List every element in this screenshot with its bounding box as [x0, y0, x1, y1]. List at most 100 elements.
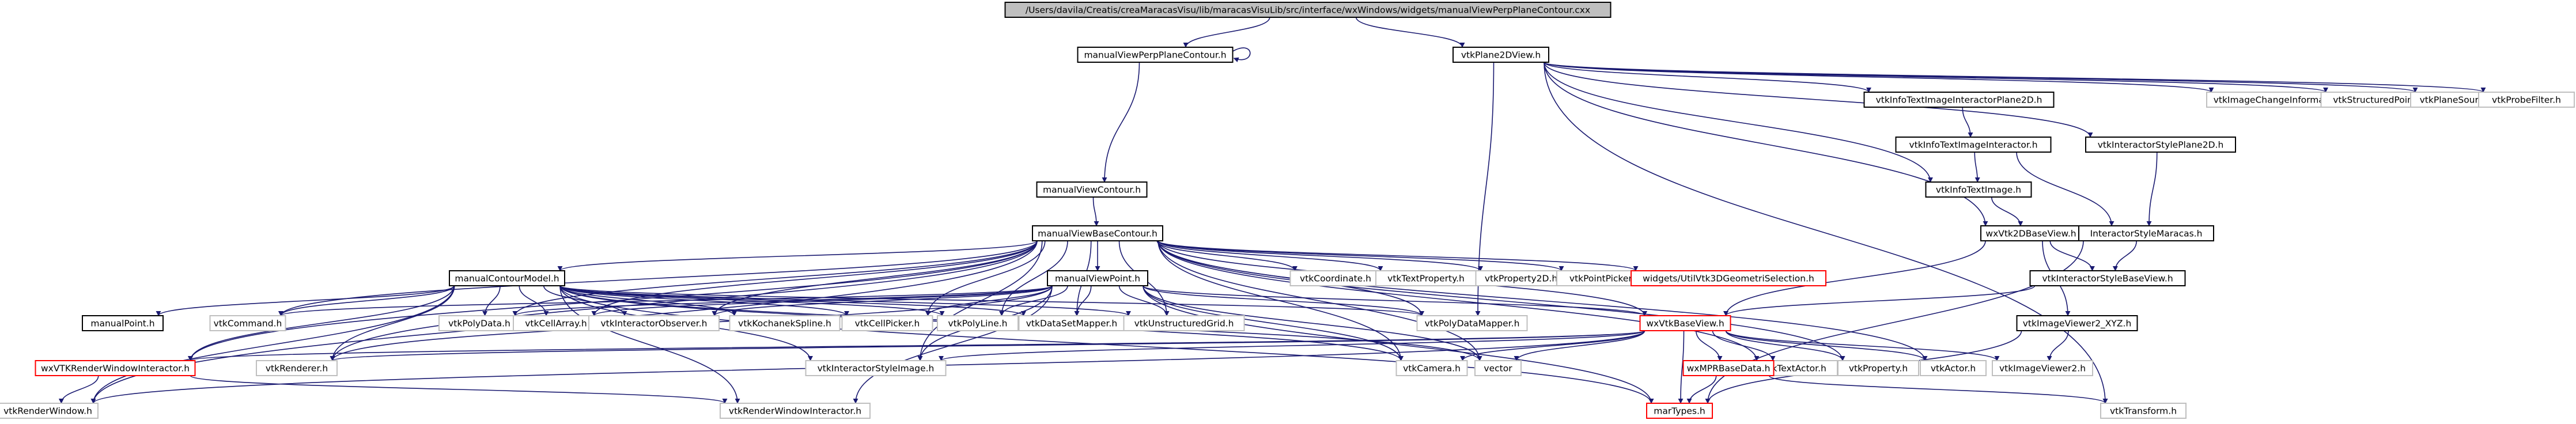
node-box	[256, 360, 338, 376]
node-vector[interactable]: vector	[1474, 360, 1522, 376]
node-label: vtkProbeFilter.h	[2492, 95, 2561, 105]
node-label: vtkTextProperty.h	[1387, 274, 1465, 284]
node-label: widgets/UtilVtk3DGeometriSelection.h	[1643, 274, 1814, 284]
node-label: vector	[1484, 364, 1512, 374]
edge-manualviewbasecontour-to-vtkcoordinate	[1156, 240, 1298, 271]
node-vtkinteractorstyleplane2d[interactable]: vtkInteractorStylePlane2D.h	[2085, 137, 2236, 153]
edge-manualviewpoint-to-vtkrenderwindowinteractor	[853, 285, 1053, 404]
edge-wxvtk2dbaseview-to-vtkinteractorstylebaseview	[2049, 240, 2095, 271]
node-vtkcellpicker[interactable]: vtkCellPicker.h	[841, 315, 933, 331]
node-vtkrenderwindowinteractor[interactable]: vtkRenderWindowInteractor.h	[720, 403, 871, 419]
node-label: InteractorStyleMaracas.h	[2090, 229, 2203, 239]
node-box	[841, 315, 933, 331]
node-label: manualContourModel.h	[455, 274, 559, 284]
edge-wxvtk2dbaseview-to-wxvtkbaseview	[1723, 240, 1986, 316]
node-vtkpolydata[interactable]: vtkPolyData.h	[438, 315, 520, 331]
node-vtkdatasetmapper[interactable]: vtkDataSetMapper.h	[1018, 315, 1125, 331]
node-label: wxVtk2DBaseView.h	[1985, 229, 2076, 239]
node-wxvtkbaseview[interactable]: wxVtkBaseView.h	[1639, 315, 1731, 331]
node-box	[1639, 315, 1731, 331]
node-vtkactor[interactable]: vtkActor.h	[1920, 360, 1987, 376]
node-label: vtkTransform.h	[2110, 406, 2177, 417]
node-box	[1980, 225, 2082, 241]
node-vtkinteractorstyleimage[interactable]: vtkInteractorStyleImage.h	[805, 360, 947, 376]
node-vtkcamera[interactable]: vtkCamera.h	[1395, 360, 1468, 376]
edge-vtkplane2dview-to-vtkplanesource	[1544, 62, 2418, 93]
node-vtkimageviewer2[interactable]: vtkImageViewer2.h	[1992, 360, 2093, 376]
node-vtkproperty[interactable]: vtkProperty.h	[1837, 360, 1919, 376]
node-box	[1123, 315, 1245, 331]
edge-manualviewbasecontour-to-vtkcommand	[278, 240, 1038, 316]
node-vtkkochanekspline[interactable]: vtkKochanekSpline.h	[729, 315, 841, 331]
node-vtkimageviewer2-xyz[interactable]: vtkImageViewer2_XYZ.h	[2016, 315, 2138, 331]
edge-manualcontourmodel-to-vtkpolyline	[559, 285, 945, 316]
node-label: vtkPolyData.h	[448, 319, 510, 329]
edge-manualviewbasecontour-to-vtkactor	[1158, 240, 1928, 361]
node-vtkpolydatamapper[interactable]: vtkPolyDataMapper.h	[1416, 315, 1528, 331]
node-vtktransform[interactable]: vtkTransform.h	[2100, 403, 2187, 419]
node-martypes[interactable]: marTypes.h	[1646, 403, 1713, 419]
node-box	[35, 360, 196, 376]
node-vtkinfotextimageinteractor[interactable]: vtkInfoTextImageInteractor.h	[1895, 137, 2052, 153]
node-vtkpolyline[interactable]: vtkPolyLine.h	[937, 315, 1019, 331]
node-vtkinteractorstylebaseview[interactable]: vtkInteractorStyleBaseView.h	[2029, 270, 2186, 286]
node-manualviewcontour[interactable]: manualViewContour.h	[1036, 181, 1148, 198]
node-label: vtkInteractorStyleBaseView.h	[2042, 274, 2173, 284]
node-manualcontourmodel[interactable]: manualContourModel.h	[449, 270, 565, 286]
edge-manualviewbasecontour-to-vtkproperty	[1158, 240, 1845, 361]
edge-manualviewpoint-to-vtkcellarray	[591, 285, 1053, 316]
edge-vtkinfotextimageinteractorplane2d-to-vtkinfotextimageinteractor	[1962, 107, 1973, 138]
node-label: manualViewContour.h	[1043, 185, 1141, 195]
node-vtkproperty2d[interactable]: vtkProperty2D.h	[1475, 270, 1567, 286]
node-label: vtkInfoTextImageInteractor.h	[1909, 140, 2037, 150]
edge-manualviewbasecontour-to-vector	[1158, 240, 1482, 361]
node-widgetsutil[interactable]: widgets/UtilVtk3DGeometriSelection.h	[1631, 270, 1826, 286]
node-vtkcoordinate[interactable]: vtkCoordinate.h	[1289, 270, 1382, 286]
edge-wxvtkbaseview-to-wxvtkrwi	[188, 330, 1646, 361]
node-label: vtkInteractorStyleImage.h	[818, 364, 935, 374]
node-vtkcellarray[interactable]: vtkCellArray.h	[513, 315, 599, 331]
node-vtkunstructuredgrid[interactable]: vtkUnstructuredGrid.h	[1123, 315, 1245, 331]
node-vtkcommand[interactable]: vtkCommand.h	[209, 315, 286, 331]
node-vtkinfotextimageinteractorplane2d[interactable]: vtkInfoTextImageInteractorPlane2D.h	[1863, 92, 2055, 108]
node-vtkinteractorobserver[interactable]: vtkInteractorObserver.h	[588, 315, 720, 331]
node-label: vtkImageViewer2.h	[1999, 364, 2086, 374]
node-vtkinfotextimage[interactable]: vtkInfoTextImage.h	[1925, 181, 2032, 198]
node-label: vtkCellArray.h	[525, 319, 587, 329]
node-vtkplane2dview[interactable]: vtkPlane2DView.h	[1452, 47, 1549, 63]
node-mvppc[interactable]: manualViewPerpPlaneContour.h	[1077, 47, 1234, 63]
edge-vtkplane2dview-to-vtktransform	[1544, 62, 2108, 404]
node-box	[1992, 360, 2093, 376]
node-label: vtkPlane2DView.h	[1461, 50, 1541, 60]
node-interactorstylemaracas[interactable]: InteractorStyleMaracas.h	[2078, 225, 2214, 241]
edge-manualviewbasecontour-to-vtktextactor	[1158, 240, 1760, 361]
edge-manualviewbasecontour-to-vtkpolydata	[512, 240, 1038, 316]
node-vtkprobefilter[interactable]: vtkProbeFilter.h	[2478, 92, 2575, 108]
node-box	[513, 315, 599, 331]
node-label: vtkInfoTextImage.h	[1936, 185, 2021, 195]
node-wxmprbasedata[interactable]: wxMPRBaseData.h	[1682, 360, 1775, 376]
node-wxvtkrwi[interactable]: wxVTKRenderWindowInteractor.h	[35, 360, 196, 376]
edge-vtkplane2dview-to-vtkinfotextimage	[1544, 62, 1933, 183]
node-vtkrenderwindow[interactable]: vtkRenderWindow.h	[0, 403, 99, 419]
node-manualviewbasecontour[interactable]: manualViewBaseContour.h	[1032, 225, 1163, 241]
edge-vtkinfotextimageinteractor-to-interactorstylemaracas	[2016, 152, 2114, 226]
edge-manualviewbasecontour-to-vtkpointpicker	[1158, 240, 1564, 271]
node-wxvtk2dbaseview[interactable]: wxVtk2DBaseView.h	[1980, 225, 2082, 241]
node-box	[2478, 92, 2575, 108]
node-box	[2100, 403, 2187, 419]
node-root[interactable]: /Users/davila/Creatis/creaMaracasVisu/li…	[1004, 2, 1612, 18]
edge-wxvtkbaseview-to-vtkproperty	[1725, 330, 1845, 361]
node-vtkrenderer[interactable]: vtkRenderer.h	[256, 360, 338, 376]
edge-manualcontourmodel-to-vtkinteractorobserver	[543, 285, 627, 316]
node-label: vtkRenderWindow.h	[3, 406, 92, 417]
edge-wxvtkbaseview-to-vtkrenderer	[330, 330, 1646, 361]
node-label: vtkRenderer.h	[266, 364, 328, 374]
node-label: manualPoint.h	[90, 319, 154, 329]
node-manualpoint[interactable]: manualPoint.h	[82, 315, 164, 331]
node-vtktextproperty[interactable]: vtkTextProperty.h	[1375, 270, 1477, 286]
edge-vtkplane2dview-to-vtkinfotextimageinteractorplane2d	[1544, 62, 1871, 93]
node-manualviewpoint[interactable]: manualViewPoint.h	[1047, 270, 1148, 286]
